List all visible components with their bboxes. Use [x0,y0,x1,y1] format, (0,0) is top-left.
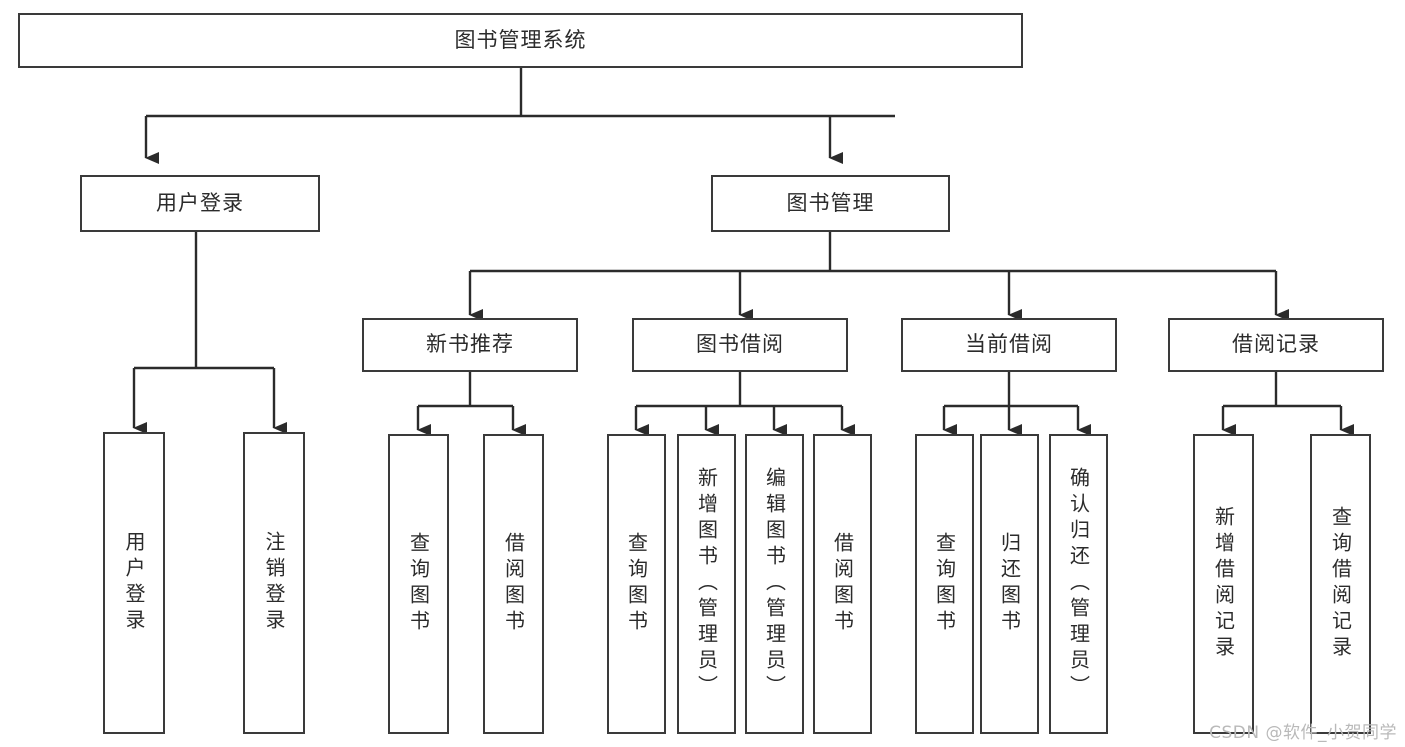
leaf-user-login-signout[interactable]: 注销登录 [243,432,305,734]
leaf-book-borrow-lend[interactable]: 借阅图书 [813,434,872,734]
node-borrow-record[interactable]: 借阅记录 [1168,318,1384,372]
leaf-label: 用户登录 [122,531,146,635]
leaf-current-borrow-query[interactable]: 查询图书 [915,434,974,734]
node-current-borrow-label: 当前借阅 [965,332,1053,357]
leaf-label: 查询借阅记录 [1328,506,1353,662]
node-user-login[interactable]: 用户登录 [80,175,320,232]
node-user-login-label: 用户登录 [156,190,244,215]
node-new-book-recommend[interactable]: 新书推荐 [362,318,578,372]
node-root[interactable]: 图书管理系统 [18,13,1023,68]
leaf-borrow-record-query[interactable]: 查询借阅记录 [1310,434,1371,734]
node-book-management-label: 图书管理 [786,190,875,215]
leaf-label: 新增图书（管理员） [694,467,719,701]
leaf-book-borrow-query[interactable]: 查询图书 [607,434,666,734]
node-root-label: 图书管理系统 [454,27,587,52]
leaf-new-book-borrow[interactable]: 借阅图书 [483,434,544,734]
leaf-label: 借阅图书 [830,532,855,636]
leaf-user-login-signin[interactable]: 用户登录 [103,432,165,734]
leaf-book-borrow-edit[interactable]: 编辑图书（管理员） [745,434,804,734]
watermark: CSDN @软件_小贺同学 [1209,723,1397,743]
leaf-new-book-query[interactable]: 查询图书 [388,434,449,734]
leaf-label: 确认归还（管理员） [1066,467,1091,701]
node-book-management[interactable]: 图书管理 [711,175,950,232]
leaf-label: 新增借阅记录 [1211,506,1236,662]
leaf-current-borrow-return[interactable]: 归还图书 [980,434,1039,734]
node-current-borrow[interactable]: 当前借阅 [901,318,1117,372]
leaf-label: 归还图书 [997,532,1022,636]
leaf-current-borrow-confirm-return[interactable]: 确认归还（管理员） [1049,434,1108,734]
leaf-label: 注销登录 [262,531,286,635]
leaf-label: 编辑图书（管理员） [762,467,787,701]
leaf-label: 查询图书 [932,532,957,636]
leaf-borrow-record-add[interactable]: 新增借阅记录 [1193,434,1254,734]
node-book-borrow-label: 图书借阅 [696,332,784,357]
leaf-label: 借阅图书 [501,532,526,636]
leaf-label: 查询图书 [624,532,649,636]
node-borrow-record-label: 借阅记录 [1232,332,1320,357]
node-book-borrow[interactable]: 图书借阅 [632,318,848,372]
leaf-book-borrow-add[interactable]: 新增图书（管理员） [677,434,736,734]
node-new-book-recommend-label: 新书推荐 [426,332,514,357]
leaf-label: 查询图书 [406,532,431,636]
